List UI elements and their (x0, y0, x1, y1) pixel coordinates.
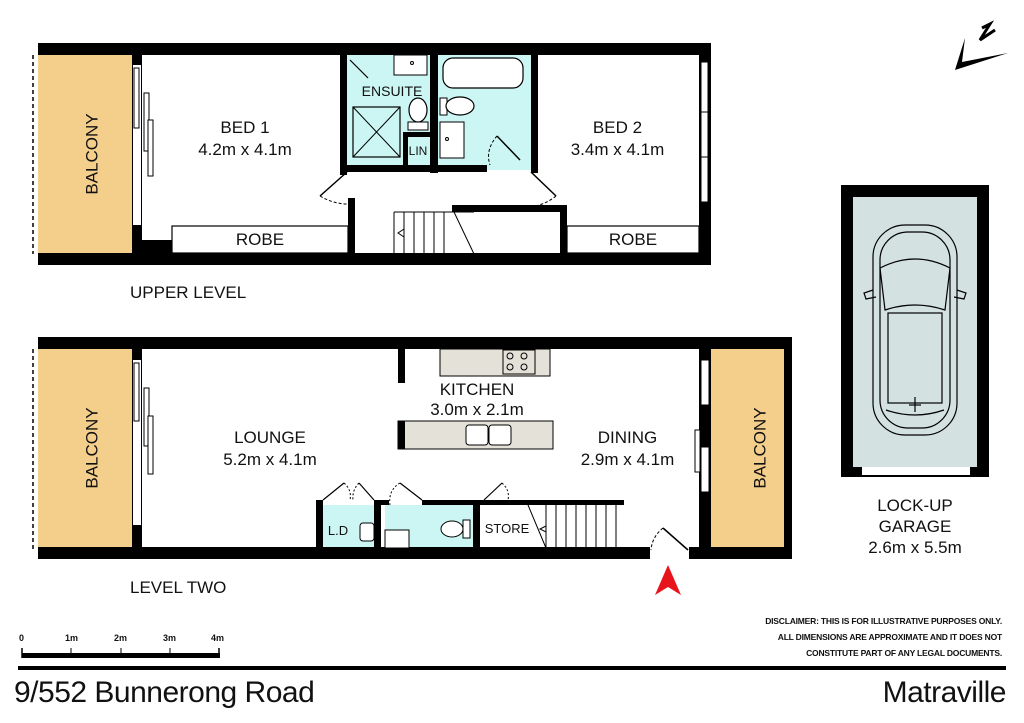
bed1-name: BED 1 (220, 118, 270, 137)
property-address: 9/552 Bunnerong Road (14, 676, 315, 709)
lower-balcony-left-label: BALCONY (82, 407, 102, 489)
bed1-dims: 4.2m x 4.1m (198, 140, 292, 159)
kitchen-name: KITCHEN (439, 380, 515, 399)
scale-tick-4: 4m (211, 633, 225, 643)
garage-dims: 2.6m x 5.5m (868, 538, 962, 557)
disclaimer-line-3: CONSTITUTE PART OF ANY LEGAL DOCUMENTS. (806, 648, 1002, 658)
laundry-label: L.D (327, 523, 349, 538)
scale-tick-1: 1m (65, 633, 79, 643)
upper-balcony-label: BALCONY (82, 113, 102, 195)
title-rule (18, 666, 1006, 670)
lower-balcony-right-label: BALCONY (750, 407, 770, 489)
store-label: STORE (484, 521, 530, 536)
lower-balcony-left (38, 349, 132, 547)
upper-level-title: UPPER LEVEL (130, 283, 247, 302)
robe1-label: ROBE (235, 230, 285, 249)
kitchen-dims: 3.0m x 2.1m (430, 400, 524, 419)
scale-tick-0: 0 (19, 633, 25, 643)
level-two-title: LEVEL TWO (130, 578, 227, 597)
garage-name-1: LOCK-UP (877, 496, 953, 515)
dining-dims: 2.9m x 4.1m (580, 450, 675, 469)
bed2-name: BED 2 (592, 118, 643, 137)
robe2-label: ROBE (608, 230, 658, 249)
upper-level-plan (32, 43, 711, 265)
dining-name: DINING (597, 428, 658, 447)
bed2-dims: 3.4m x 4.1m (570, 140, 665, 159)
entry-arrow-icon (655, 565, 681, 595)
ensuite-label: ENSUITE (361, 83, 423, 99)
car-icon (863, 224, 967, 436)
scale-tick-2: 2m (114, 633, 128, 643)
lower-balcony-right (711, 349, 784, 547)
lounge-dims: 5.2m x 4.1m (223, 450, 317, 469)
north-arrow-icon (955, 20, 1008, 70)
lounge-name: LOUNGE (234, 428, 306, 447)
disclaimer-line-2: ALL DIMENSIONS ARE APPROXIMATE AND IT DO… (777, 632, 1002, 642)
disclaimer-line-1: DISCLAIMER: THIS IS FOR ILLUSTRATIVE PUR… (765, 616, 1002, 626)
level-two-plan (32, 337, 792, 595)
scale-tick-3: 3m (163, 633, 177, 643)
upper-balcony (38, 55, 132, 253)
garage-name-2: GARAGE (878, 517, 952, 536)
garage-plan (841, 185, 989, 477)
disclaimer: DISCLAIMER: THIS IS FOR ILLUSTRATIVE PUR… (765, 613, 1002, 661)
scale-bar (21, 648, 220, 658)
linen-label: LIN (408, 144, 428, 158)
property-suburb: Matraville (882, 676, 1007, 709)
